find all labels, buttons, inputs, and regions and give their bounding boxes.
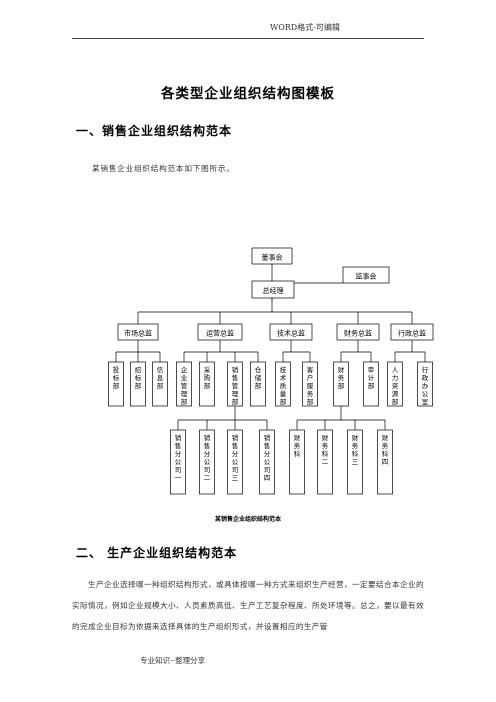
section1-intro: 某销售企业组织结构范本如下图所示。 [92, 164, 235, 173]
org-node-department: 财务部 [333, 361, 349, 407]
org-node-department-label: 投标部 [113, 365, 120, 390]
org-node-branch-label: 销售分公司二 [204, 433, 211, 482]
org-label-supervisors: 监事会 [356, 272, 377, 281]
org-node-director-1: 运营总监 [197, 323, 243, 341]
org-node-branch-label: 销售分公司一 [175, 433, 182, 482]
org-label-director: 技术总监 [277, 329, 305, 338]
page-footer: 专业知识--整理分享 [140, 656, 206, 665]
chart-caption: 某销售企业组织结构范本 [214, 516, 281, 523]
org-node-department-label: 人力资源部 [392, 366, 399, 406]
section2-paragraph: 生产企业选择哪一种组织结构形式，或具体按哪一种方式来组织生产经营，一定要结合本企… [72, 580, 424, 631]
org-node-director-2: 技术总监 [269, 323, 313, 341]
section2-heading: 二、 生产企业组织结构范本 [76, 546, 238, 560]
org-node-department: 客户服务部 [302, 361, 318, 407]
org-node-finance-section: 财务科二 [317, 429, 333, 495]
header-divider [72, 38, 424, 39]
org-node-department: 审计部 [363, 361, 379, 407]
org-label-gm: 总经理 [263, 286, 284, 295]
org-node-department-label: 客户服务部 [307, 365, 314, 406]
org-node-director-4: 行政总监 [390, 323, 434, 341]
org-node-department: 信息部 [152, 361, 168, 407]
org-node-branch: 销售分公司三 [227, 429, 243, 495]
org-node-department-label: 审计部 [368, 365, 375, 390]
org-node-gm: 总经理 [251, 280, 295, 299]
org-node-branch: 销售分公司四 [259, 429, 275, 495]
org-node-director-0: 市场总监 [117, 323, 159, 341]
org-node-department-label: 信息部 [157, 365, 164, 390]
org-node-department-label: 企业管理部 [181, 365, 188, 406]
org-node-department-label: 采购部 [204, 365, 211, 390]
page-header: WORD格式-可编辑 [270, 23, 340, 32]
org-label-director: 行政总监 [398, 329, 426, 338]
org-subunits: 销售分公司一 销售分公司二 销售分公司三 销售分公司四 财务科 财务科二 财务科三 财务科四 [170, 429, 393, 495]
org-node-finance-section-label: 财务科三 [352, 433, 359, 466]
org-node-department-label: 仓储部 [255, 365, 262, 390]
org-node-department-label: 招标部 [135, 365, 142, 390]
org-node-branch-label: 销售分公司四 [264, 433, 271, 482]
org-node-finance-section: 财务科 [289, 429, 305, 495]
org-node-department: 企业管理部 [176, 361, 192, 407]
org-node-director-3: 财务总监 [336, 323, 380, 341]
org-node-department-label: 技术质量部 [280, 365, 287, 406]
org-node-department: 采购部 [199, 361, 215, 407]
org-node-finance-section: 财务科三 [347, 429, 363, 495]
org-label-board: 董事会 [262, 253, 283, 262]
org-node-department: 行政办公室 [417, 361, 433, 407]
org-node-branch: 销售分公司一 [170, 429, 186, 495]
org-node-supervisors: 监事会 [342, 266, 390, 284]
org-label-director: 市场总监 [124, 329, 152, 338]
org-node-department-label: 行政办公室 [422, 365, 429, 406]
org-node-department: 销售管理部 [227, 361, 243, 407]
org-label-director: 运营总监 [206, 329, 234, 338]
org-node-department-label: 销售管理部 [232, 365, 239, 406]
org-node-department: 人力资源部 [387, 361, 403, 407]
org-node-branch-label: 销售分公司三 [232, 433, 239, 482]
section1-heading: 一、销售企业组织结构范本 [76, 124, 233, 138]
org-node-department: 投标部 [108, 361, 124, 407]
org-node-department-label: 财务部 [338, 365, 345, 390]
org-node-department: 技术质量部 [275, 361, 291, 407]
org-label-director: 财务总监 [344, 329, 372, 338]
org-node-finance-section-label: 财务科二 [322, 433, 329, 466]
org-node-department: 仓储部 [250, 361, 266, 407]
org-node-branch: 销售分公司二 [199, 429, 215, 495]
org-node-finance-section-label: 财务科 [294, 433, 301, 458]
org-node-finance-section: 财务科四 [377, 429, 393, 495]
document-title: 各类型企业组织结构图模板 [161, 86, 335, 102]
org-node-department: 招标部 [130, 361, 146, 407]
org-node-board: 董事会 [251, 247, 293, 265]
org-departments: 投标部 招标部 信息部 企业管理部 采购部 销售管理部 仓储部 技术质量部 客户服务部 财务部 审计… [108, 361, 433, 407]
org-node-finance-section-label: 财务科四 [382, 433, 389, 466]
